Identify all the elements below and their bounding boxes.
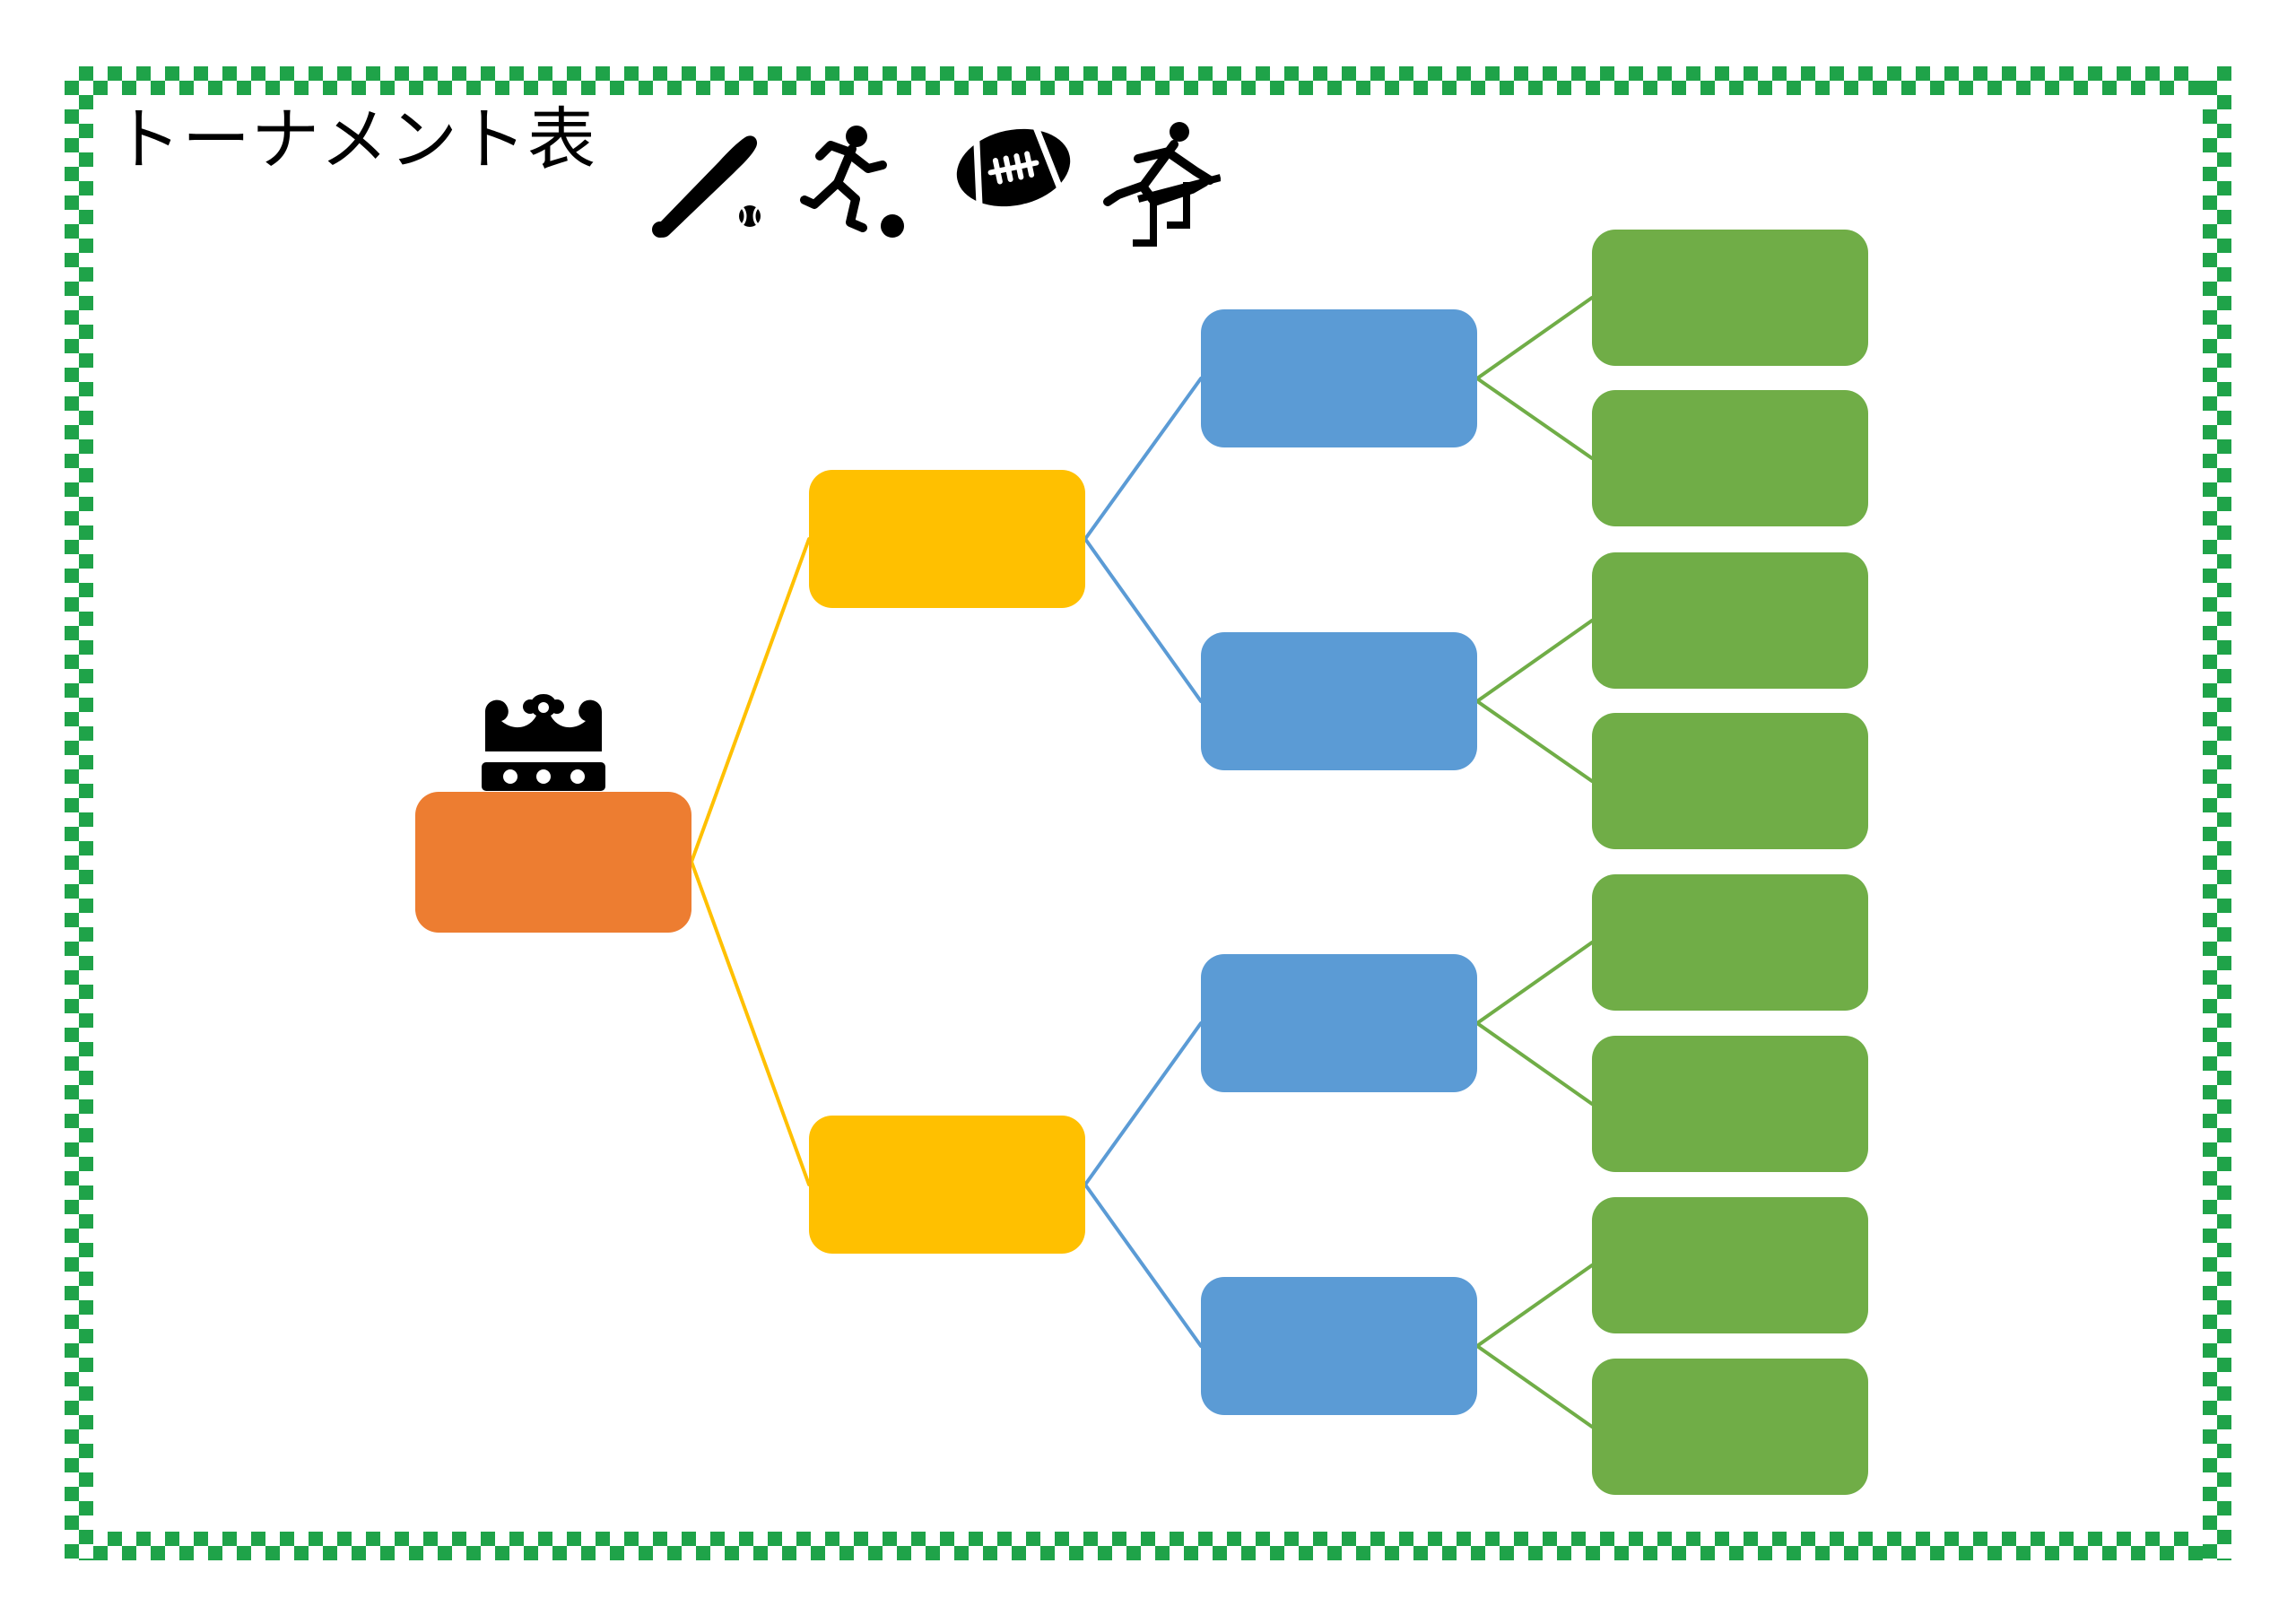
connector-final1-semi-2	[1083, 537, 1203, 703]
checkered-border-top	[65, 66, 2231, 95]
semifinal-box-1[interactable]	[1201, 309, 1477, 447]
connector-semi4-r1-8	[1475, 1344, 1594, 1429]
semifinal-box-2[interactable]	[1201, 632, 1477, 770]
connector-semi2-r1-4	[1475, 699, 1594, 783]
connector-final2-semi-4	[1083, 1183, 1203, 1348]
baseball-bat-and-ball-icon	[649, 122, 766, 239]
final-box-2[interactable]	[809, 1116, 1085, 1254]
crown-icon	[480, 682, 607, 791]
connector-semi3-r1-6	[1475, 1021, 1594, 1106]
first-round-box-5[interactable]	[1592, 874, 1868, 1011]
checkered-border-left	[65, 66, 93, 1560]
first-round-box-4[interactable]	[1592, 713, 1868, 849]
connector-champion-final-2	[690, 860, 811, 1186]
rugby-ball-icon	[947, 117, 1080, 218]
hurdler-icon	[1102, 119, 1221, 248]
semifinal-box-4[interactable]	[1201, 1277, 1477, 1415]
connector-final1-semi-1	[1083, 377, 1203, 541]
checkered-border-bottom	[65, 1532, 2231, 1560]
connector-semi1-r1-2	[1475, 377, 1594, 460]
first-round-box-6[interactable]	[1592, 1036, 1868, 1172]
connector-semi1-r1-1	[1475, 296, 1594, 380]
champion-box[interactable]	[415, 792, 691, 933]
connector-final2-semi-3	[1083, 1021, 1203, 1186]
first-round-box-8[interactable]	[1592, 1359, 1868, 1495]
semifinal-box-3[interactable]	[1201, 954, 1477, 1092]
first-round-box-7[interactable]	[1592, 1197, 1868, 1333]
first-round-box-3[interactable]	[1592, 552, 1868, 689]
first-round-box-2[interactable]	[1592, 390, 1868, 526]
soccer-runner-icon	[798, 117, 915, 242]
connector-semi4-r1-7	[1475, 1264, 1594, 1348]
page-title: トーナメント表	[113, 100, 596, 179]
first-round-box-1[interactable]	[1592, 230, 1868, 366]
connector-semi3-r1-5	[1475, 941, 1594, 1025]
connector-champion-final-1	[690, 537, 811, 864]
connector-semi2-r1-3	[1475, 619, 1594, 703]
checkered-border-right	[2203, 66, 2231, 1560]
final-box-1[interactable]	[809, 470, 1085, 608]
